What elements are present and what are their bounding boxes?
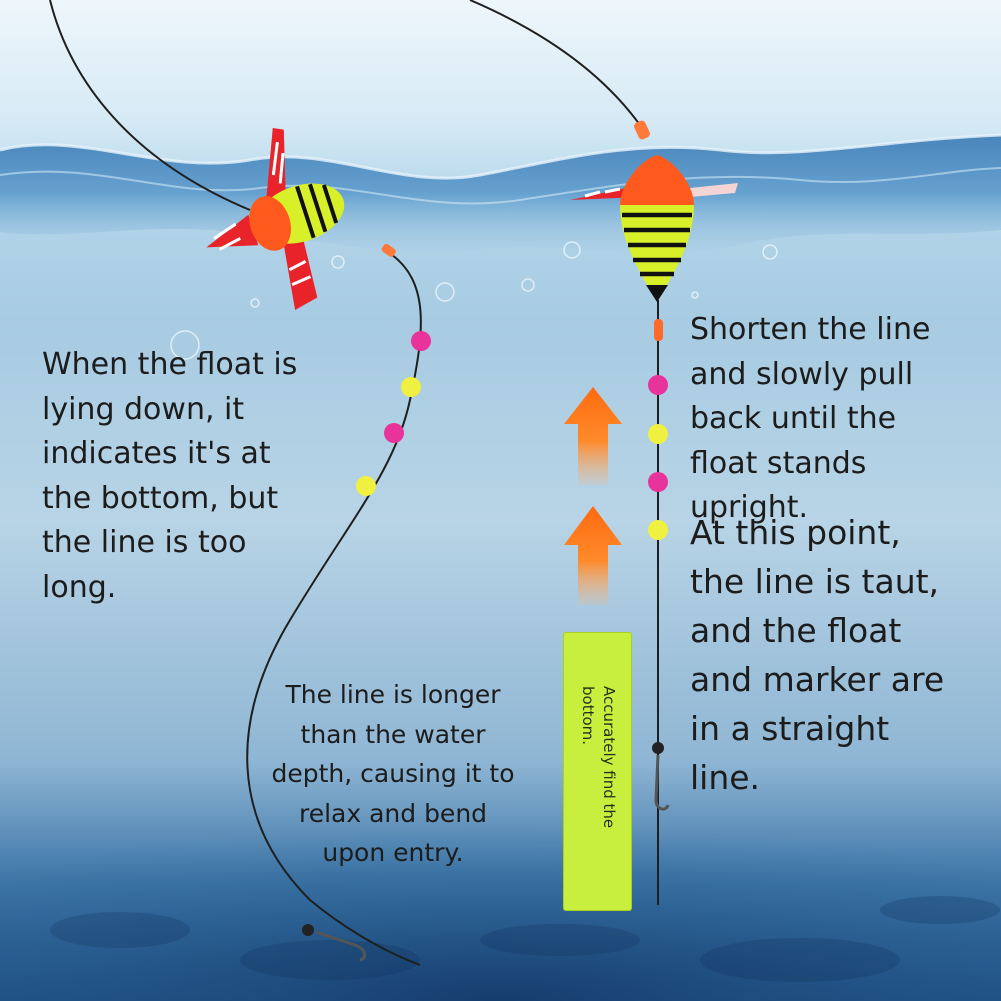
left-caption: When the float is lying down, it indicat… (42, 347, 298, 605)
bead-yellow (401, 377, 421, 397)
middle-caption: The line is longer than the water depth,… (271, 680, 515, 867)
bead-pink (648, 375, 668, 395)
up-arrow-icon (564, 506, 622, 605)
bead-yellow (356, 476, 376, 496)
find-bottom-card (563, 632, 632, 911)
upright-float-icon (570, 155, 738, 302)
bubbles (170, 241, 778, 360)
seabed (0, 780, 1001, 1001)
hook-icon (302, 924, 367, 962)
find-bottom-label: Accurately find the bottom. (579, 686, 618, 829)
bead-pink (648, 472, 668, 492)
hook-icon (652, 742, 670, 811)
slack-line (49, 0, 422, 966)
bead-pink (411, 331, 431, 351)
bead-yellow (648, 520, 668, 540)
bead-yellow (648, 424, 668, 444)
right-bottom-caption: At this point, the line is taut, and the… (690, 513, 945, 797)
right-top-caption: Shorten the line and slowly pull back un… (690, 312, 931, 525)
bead-pink (384, 423, 404, 443)
lying-float-icon (206, 127, 345, 310)
up-arrow-icon (564, 387, 622, 485)
